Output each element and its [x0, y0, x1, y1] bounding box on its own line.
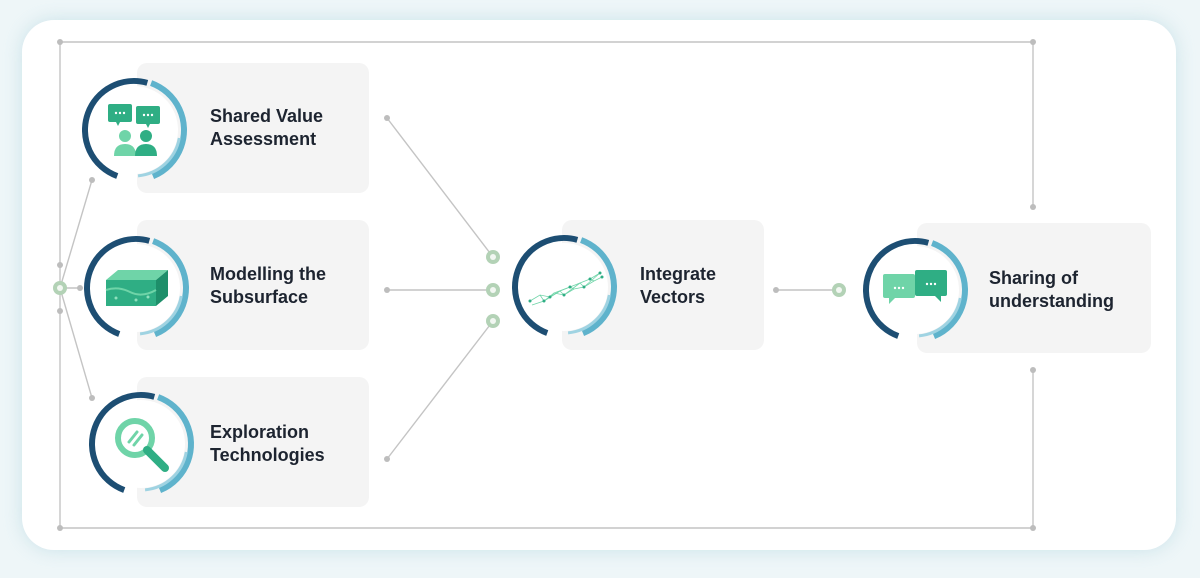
speech-bubbles-icon	[871, 246, 959, 334]
junction-dot	[57, 308, 63, 314]
label-line: Vectors	[640, 287, 706, 307]
label-line: understanding	[989, 291, 1114, 311]
node-label-sharing: Sharing of understanding	[989, 267, 1114, 313]
terrain-block-icon	[92, 244, 180, 332]
end-dot	[1030, 367, 1036, 373]
junction-dot	[57, 262, 63, 268]
network-mesh-icon	[520, 243, 608, 331]
label-line: Integrate	[640, 264, 717, 284]
node-label-modelling: Modelling the Subsurface	[210, 263, 326, 309]
icon-ring	[80, 76, 188, 184]
label-line: Subsurface	[210, 287, 309, 307]
end-dot	[77, 285, 83, 291]
hub-dots	[53, 250, 846, 328]
node-label-shared-value: Shared Value Assessment	[210, 105, 323, 151]
end-dot	[1030, 204, 1036, 210]
icon-ring	[87, 390, 195, 498]
end-dot	[384, 456, 390, 462]
link-shared-to-integrate	[386, 117, 494, 258]
feedback-loop-top	[59, 41, 1034, 288]
end-dot	[384, 287, 390, 293]
corner-dot	[57, 525, 63, 531]
branch-to-shared-value	[59, 179, 93, 289]
node-label-integrate: Integrate Vectors	[640, 263, 716, 309]
label-line: Sharing of	[989, 268, 1078, 288]
end-dot	[384, 115, 390, 121]
icon-ring	[510, 233, 618, 341]
end-dot	[89, 395, 95, 401]
corner-dot	[57, 39, 63, 45]
end-dot	[89, 177, 95, 183]
link-exploration-to-integrate	[386, 320, 494, 460]
end-dot	[773, 287, 779, 293]
corner-dot	[1030, 525, 1036, 531]
node-label-exploration: Exploration Technologies	[210, 421, 325, 467]
people-speech-icon	[90, 86, 178, 174]
label-line: Modelling the	[210, 264, 326, 284]
label-line: Assessment	[210, 129, 317, 149]
branch-to-exploration	[59, 287, 93, 399]
corner-dot	[1030, 39, 1036, 45]
icon-ring	[861, 236, 969, 344]
magnifier-icon	[97, 400, 185, 488]
label-line: Exploration	[210, 422, 310, 442]
label-line: Technologies	[210, 445, 325, 465]
feedback-loop-bottom	[59, 288, 1034, 529]
label-line: Shared Value	[210, 106, 324, 126]
icon-ring	[82, 234, 190, 342]
